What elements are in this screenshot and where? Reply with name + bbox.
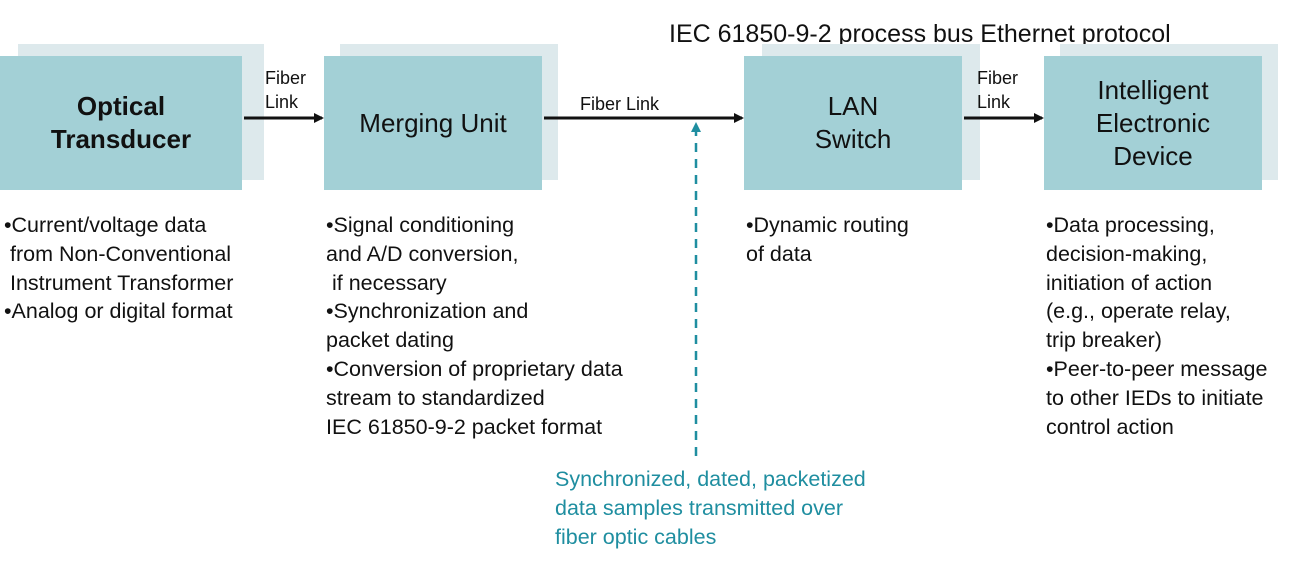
merging-unit-description: •Signal conditioning and A/D conversion,… (326, 213, 623, 439)
lan-switch-box: LAN Switch (744, 56, 962, 190)
data-samples-note: Synchronized, dated, packetized data sam… (555, 467, 866, 549)
fiber-link-label-2: Fiber Link (580, 94, 660, 114)
fiber-link-label-1: Fiber Link (265, 68, 307, 112)
ied-box: Intelligent Electronic Device (1044, 56, 1262, 190)
protocol-title: IEC 61850-9-2 process bus Ethernet proto… (669, 20, 1171, 48)
fiber-link-label-3: Fiber Link (977, 68, 1019, 112)
optical-transducer-box: Optical Transducer (0, 56, 242, 190)
merging-unit-box: Merging Unit (324, 56, 542, 190)
ied-description: •Data processing, decision-making, initi… (1046, 213, 1268, 439)
optical-transducer-description: •Current/voltage data from Non-Conventio… (4, 213, 234, 324)
lan-switch-description: •Dynamic routing of data (746, 213, 909, 266)
